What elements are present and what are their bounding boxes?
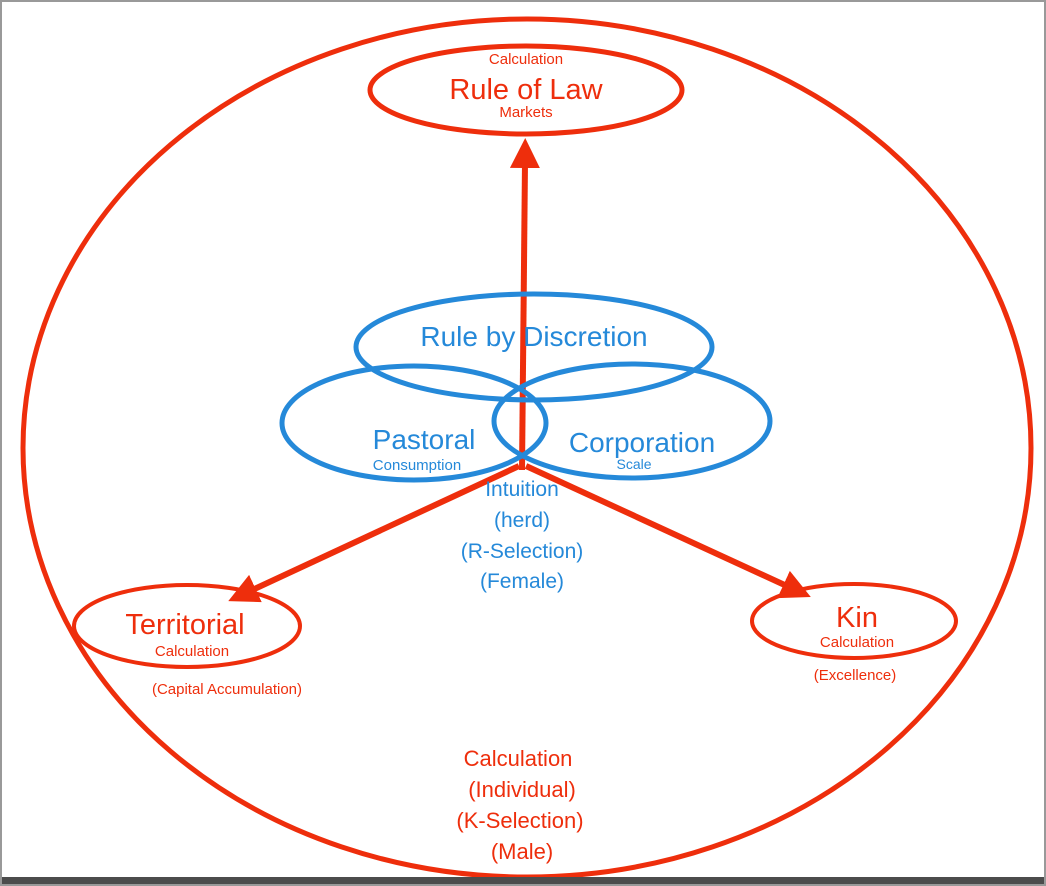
center-note-herd: (herd)	[494, 509, 550, 532]
kin-title: Kin	[836, 602, 878, 634]
territorial-title: Territorial	[125, 609, 244, 641]
kin-sub-label: Calculation	[820, 634, 894, 651]
rule-of-law-ellipse	[367, 43, 685, 137]
bottom-note-individual: (Individual)	[468, 777, 576, 802]
center-note-r-selection: (R-Selection)	[461, 540, 584, 563]
territorial-sub-label: Calculation	[155, 643, 229, 660]
corporation-title: Corporation	[569, 427, 715, 458]
pastoral-title: Pastoral	[373, 424, 476, 455]
pastoral-sub-label: Consumption	[373, 457, 461, 474]
kin-note: (Excellence)	[814, 667, 897, 684]
arrow-up	[509, 138, 540, 471]
arrow-down-left	[228, 463, 521, 603]
bottom-note-male: (Male)	[491, 839, 553, 864]
arrow-down-right	[524, 463, 811, 599]
rule-of-law-title: Rule of Law	[449, 74, 603, 106]
territorial-ellipse	[72, 583, 302, 669]
rule-by-discretion-title: Rule by Discretion	[420, 321, 647, 352]
bottom-note-calculation: Calculation	[464, 746, 573, 771]
center-note-female: (Female)	[480, 570, 564, 593]
corporation-ellipse	[491, 361, 773, 481]
window-bottom-edge	[2, 877, 1044, 884]
corporation-sub-label: Scale	[616, 456, 651, 472]
rule-of-law-sub-label: Markets	[499, 104, 552, 121]
pastoral-ellipse	[279, 363, 549, 483]
bottom-note-k-selection: (K-Selection)	[456, 808, 583, 833]
kin-ellipse	[750, 582, 958, 660]
territorial-note: (Capital Accumulation)	[152, 681, 302, 698]
center-note-intuition: Intuition	[485, 478, 559, 501]
rule-of-law-super-label: Calculation	[489, 51, 563, 68]
